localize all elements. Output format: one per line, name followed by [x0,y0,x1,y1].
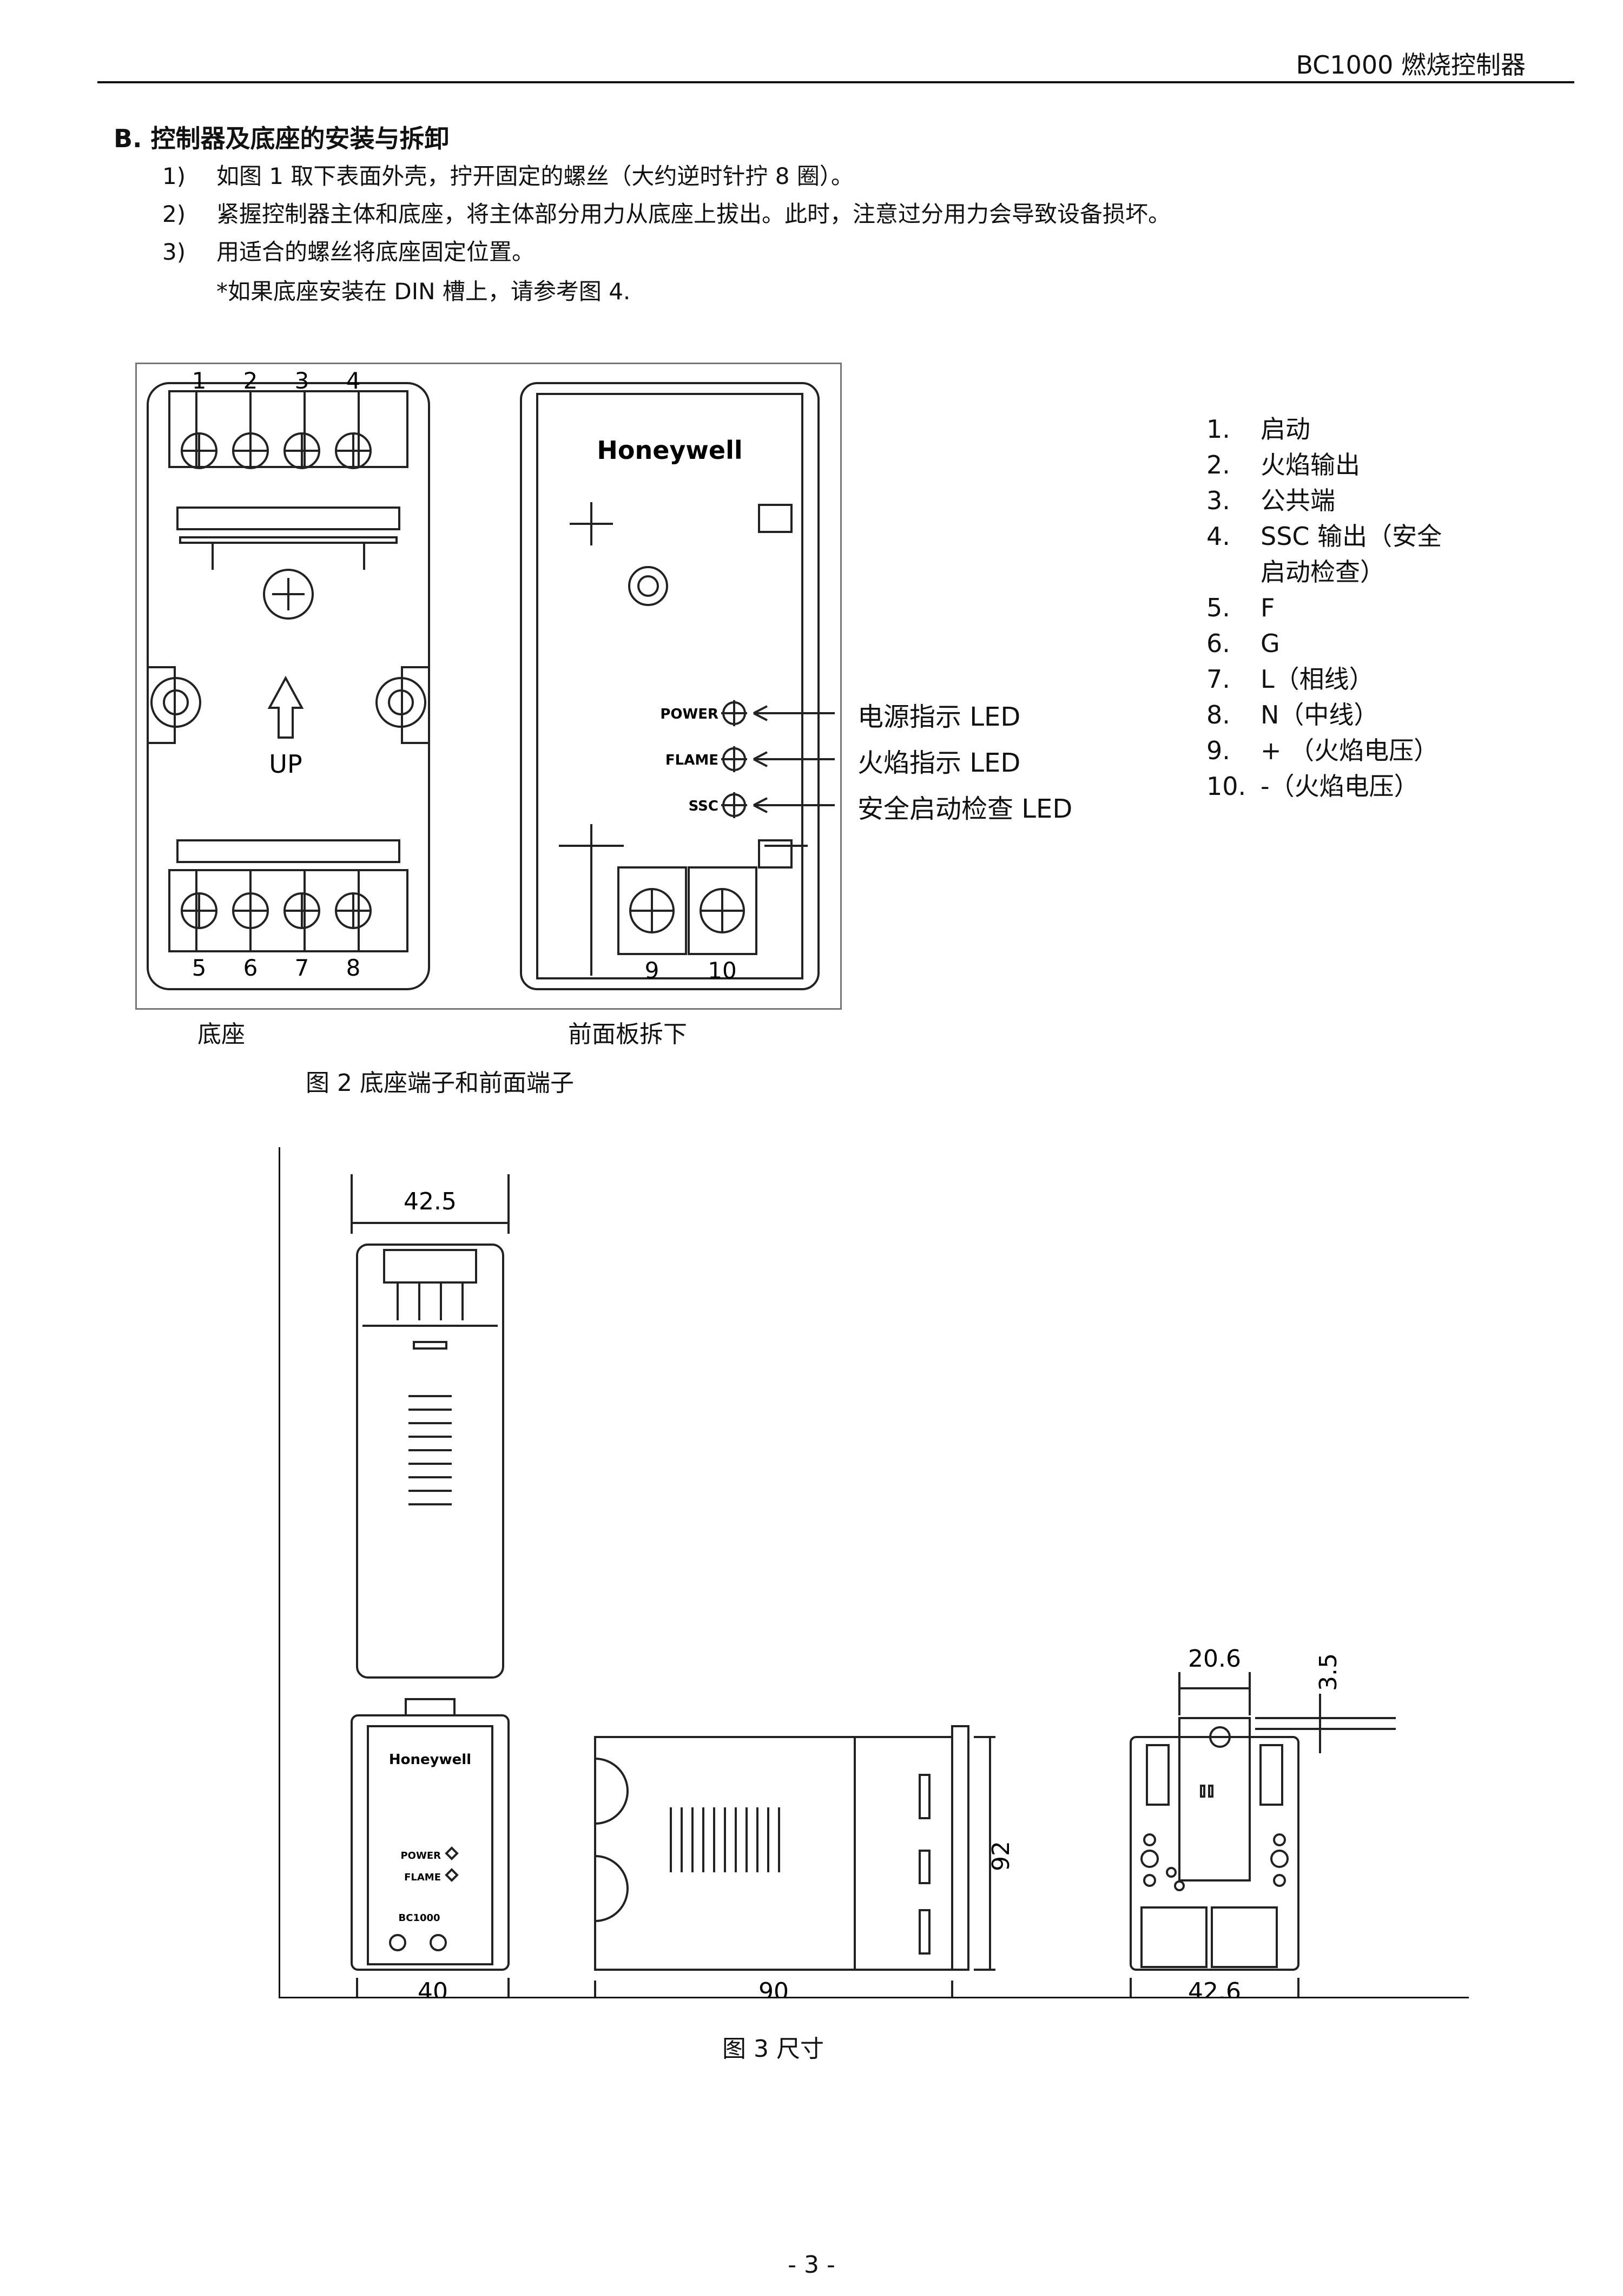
brand-logo-text: Honeywell [597,436,742,465]
ssc-led-label: SSC [689,798,718,814]
front-view-model: BC1000 [398,1912,440,1924]
dimension-height: 92 [987,1841,1015,1871]
terminal-number: 10 [708,957,736,984]
step-number: 2) [162,201,186,227]
step-text: 用适合的螺丝将底座固定位置。 [216,239,535,265]
terminal-number: 7 [295,955,309,981]
legend-item: 6.G [1206,629,1280,658]
legend-item: 1.启动 [1206,415,1310,444]
figure-2-caption: 图 2 底座端子和前面端子 [306,1069,574,1097]
front-view-flame-label: FLAME [404,1872,441,1883]
din-note: *如果底座安装在 DIN 槽上，请参考图 4. [216,278,631,305]
figure-2-frame: 1 2 3 4 5 6 7 8 UP Hon [135,363,842,1010]
ssc-led-callout: 安全启动检查 LED [857,794,1073,824]
terminal-number: 9 [645,957,659,984]
legend-item: 9.+ （火焰电压） [1206,736,1439,765]
terminal-number: 4 [346,367,361,394]
step-3: 3) 用适合的螺丝将底座固定位置。 [162,234,535,267]
front-view-drawing [351,1698,510,1971]
dimension-rear-width: 20.6 [1188,1645,1241,1673]
dimension-side-depth: 90 [758,1978,789,1997]
step-text: 紧握控制器主体和底座，将主体部分用力从底座上拔出。此时，注意过分用力会导致设备损… [216,201,1171,227]
figure-3-caption: 图 3 尺寸 [722,2035,824,2063]
legend-item: 8.N（中线） [1206,700,1379,729]
legend-item: 5.F [1206,593,1275,622]
dimension-top-width: 42.5 [404,1188,457,1215]
terminal-number: 1 [192,367,207,394]
side-view-drawing [594,1725,969,1971]
terminal-number: 5 [192,955,207,981]
figure-3-left-rule [279,1147,280,1997]
step-1: 1) 如图 1 取下表面外壳，拧开固定的螺丝（大约逆时针拧 8 圈）。 [162,158,854,191]
base-label: 底座 [197,1021,245,1048]
figure-2-drawing: 1 2 3 4 5 6 7 8 UP Hon [147,367,835,990]
legend-item: 启动检查） [1261,557,1385,587]
step-number: 1) [162,163,186,189]
dimension-front-width: 40 [418,1978,448,1997]
figure-3-drawing: 42.5 40 90 92 20.6 3.5 42.6 Honeywell PO… [281,1153,1526,2018]
power-led-label: POWER [660,706,718,722]
center-screw-icon [263,569,314,620]
up-label: UP [269,749,302,779]
terminal-number: 8 [346,955,361,981]
rear-view-drawing [1130,1717,1299,1971]
base-terminal-screws-bottom [181,892,372,929]
front-view-brand: Honeywell [389,1752,471,1768]
legend-item: 2.火焰输出 [1206,450,1360,479]
flame-led-label: FLAME [665,752,718,768]
flame-led-callout: 火焰指示 LED [857,748,1021,778]
power-led-callout: 电源指示 LED [857,702,1021,732]
top-view-drawing [356,1244,504,1679]
front-view-power-label: POWER [400,1850,441,1861]
dimension-rear-offset: 3.5 [1315,1653,1342,1691]
terminal-number: 3 [295,367,309,394]
up-arrow-icon [267,675,304,739]
front-panel-drawing [520,382,835,990]
header-divider [97,81,1574,83]
figure-3-bottom-rule [279,1997,1469,1998]
legend-item: 3.公共端 [1206,486,1335,515]
page-number: - 3 - [788,2251,835,2279]
right-mount-screw-icon [375,677,426,728]
section-title: B. 控制器及底座的安装与拆卸 [114,124,450,153]
step-2: 2) 紧握控制器主体和底座，将主体部分用力从底座上拔出。此时，注意过分用力会导致设… [162,196,1171,229]
header-title: BC1000 燃烧控制器 [1296,50,1526,80]
dimension-base-width: 42.6 [1188,1978,1241,1997]
terminal-number: 6 [243,955,258,981]
base-terminal-screws-top [181,432,372,469]
legend-item: 10.-（火焰电压） [1206,772,1419,801]
legend-item: 4.SSC 输出（安全 [1206,522,1442,551]
left-mount-screw-icon [150,677,201,728]
terminal-number: 2 [243,367,258,394]
front-panel-label: 前面板拆下 [568,1021,687,1048]
step-text: 如图 1 取下表面外壳，拧开固定的螺丝（大约逆时针拧 8 圈）。 [216,163,854,189]
legend-item: 7.L（相线） [1206,665,1374,694]
terminal-legend: 1.启动 2.火焰输出 3.公共端 4.SSC 输出（安全 启动检查） 5.F … [1206,411,1442,804]
step-number: 3) [162,239,186,265]
